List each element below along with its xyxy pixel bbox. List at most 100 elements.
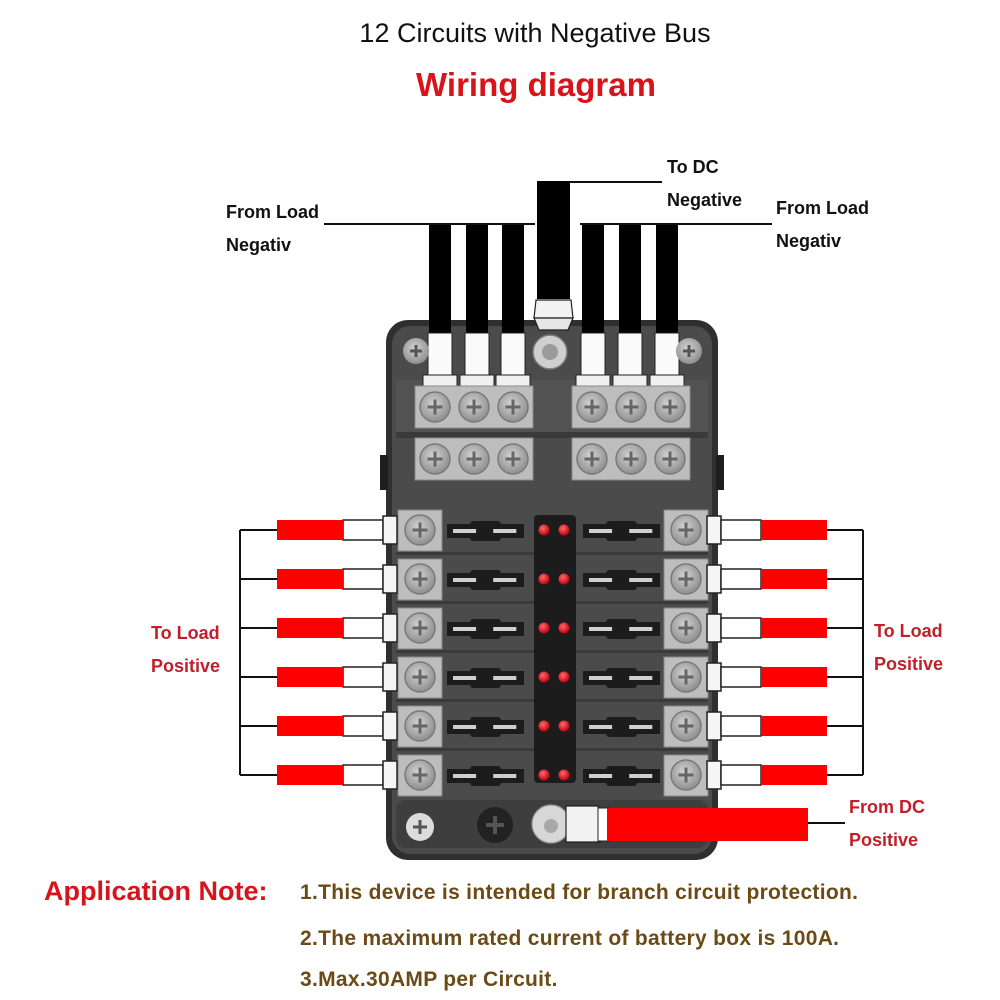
terminal-screw-icon [670,612,702,644]
terminal-screw-icon [404,563,436,595]
subtitle: 12 Circuits with Negative Bus [359,18,711,48]
bus-screw-icon [615,391,647,423]
negative-load-wire [459,225,495,388]
application-note-item: 2.The maximum rated current of battery b… [300,927,840,950]
label-load-positive-left: To Load Positive [151,617,220,683]
dc-negative-cable [532,181,574,370]
negative-load-wires [422,225,685,388]
positive-load-wire-left [240,662,398,692]
fuse-slot [447,619,524,639]
terminal-screw-icon [670,759,702,791]
application-note-item: 1.This device is intended for branch cir… [300,881,859,904]
label-text: Negative [667,190,743,210]
mounting-screw-top-left [403,338,429,364]
indicator-led [558,769,570,781]
positive-load-wire-right [706,515,863,545]
bus-screw-icon [576,391,608,423]
fuse-slot [447,521,524,541]
indicator-led [538,573,550,585]
label-text: From DC [849,797,925,817]
fuse-slot [583,619,660,639]
bus-screw-icon [497,391,529,423]
mounting-screw-bottom-left [406,813,434,841]
positive-load-wire-left [240,515,398,545]
positive-load-wire-left [240,564,398,594]
negative-load-wire [612,225,648,388]
fuse-slot [447,717,524,737]
label-text: Positive [151,656,221,676]
positive-load-wire-right [706,564,863,594]
positive-load-wire-right [706,662,863,692]
side-clip-left [380,455,388,490]
label-text: To Load [151,623,220,643]
bus-screw-icon [497,443,529,475]
positive-load-wires [239,515,864,790]
label-text: Positive [849,830,919,850]
leader-lines [324,181,845,824]
fuse-row [396,509,709,555]
label-text: To DC [667,157,719,177]
positive-load-wire-right [706,711,863,741]
indicator-led [538,671,550,683]
fuse-slot [447,668,524,688]
positive-load-wire-left [240,711,398,741]
application-note-heading: Application Note: [44,876,268,906]
application-note-item: 3.Max.30AMP per Circuit. [300,968,558,991]
terminal-screw-icon [404,612,436,644]
fuse-row [396,656,709,702]
indicator-led-strip [534,515,576,783]
bus-screw-icon [615,443,647,475]
indicator-led [558,524,570,536]
label-dc-negative: To DC Negative [667,151,742,217]
label-text: Positive [874,654,944,674]
fuse-slot [583,521,660,541]
negative-load-wire [575,225,611,388]
fuse-slot [447,570,524,590]
indicator-led [538,720,550,732]
positive-load-wire-right [706,613,863,643]
negative-load-wire [422,225,458,388]
label-load-negative-right: From Load Negativ [776,192,869,258]
fuse-slot [583,570,660,590]
indicator-led [558,671,570,683]
label-load-positive-right: To Load Positive [874,615,943,681]
label-text: Negativ [776,231,842,251]
terminal-screw-icon [404,661,436,693]
negative-bus-bar [414,385,691,481]
terminal-screw-icon [404,759,436,791]
dc-positive-cable [531,804,808,844]
diagram-title: Wiring diagram [416,66,656,103]
terminal-screw-icon [404,710,436,742]
bus-screw-icon [419,391,451,423]
side-clip-right [716,455,724,490]
indicator-led [558,622,570,634]
fuse-rows [396,509,709,797]
bus-screw-icon [654,443,686,475]
terminal-screw-icon [670,710,702,742]
mounting-screws [403,338,702,843]
positive-load-wire-right [706,760,863,790]
terminal-screw-icon [670,514,702,546]
positive-load-wire-left [240,760,398,790]
bus-screw-icon [458,391,490,423]
negative-load-wire [495,225,531,388]
indicator-led [538,622,550,634]
bus-screw-icon [654,391,686,423]
label-dc-positive: From DC Positive [849,791,925,857]
indicator-led [558,573,570,585]
bus-screw-icon [458,443,490,475]
fuse-slot [583,766,660,786]
label-text: To Load [874,621,943,641]
indicator-led [558,720,570,732]
mounting-screw-top-right [676,338,702,364]
spare-screw-black [477,807,513,843]
indicator-led [538,524,550,536]
indicator-led [538,769,550,781]
bus-screw-icon [576,443,608,475]
fuse-row [396,607,709,653]
fuse-slot [583,668,660,688]
terminal-screw-icon [404,514,436,546]
fuse-slot [447,766,524,786]
terminal-screw-icon [670,661,702,693]
